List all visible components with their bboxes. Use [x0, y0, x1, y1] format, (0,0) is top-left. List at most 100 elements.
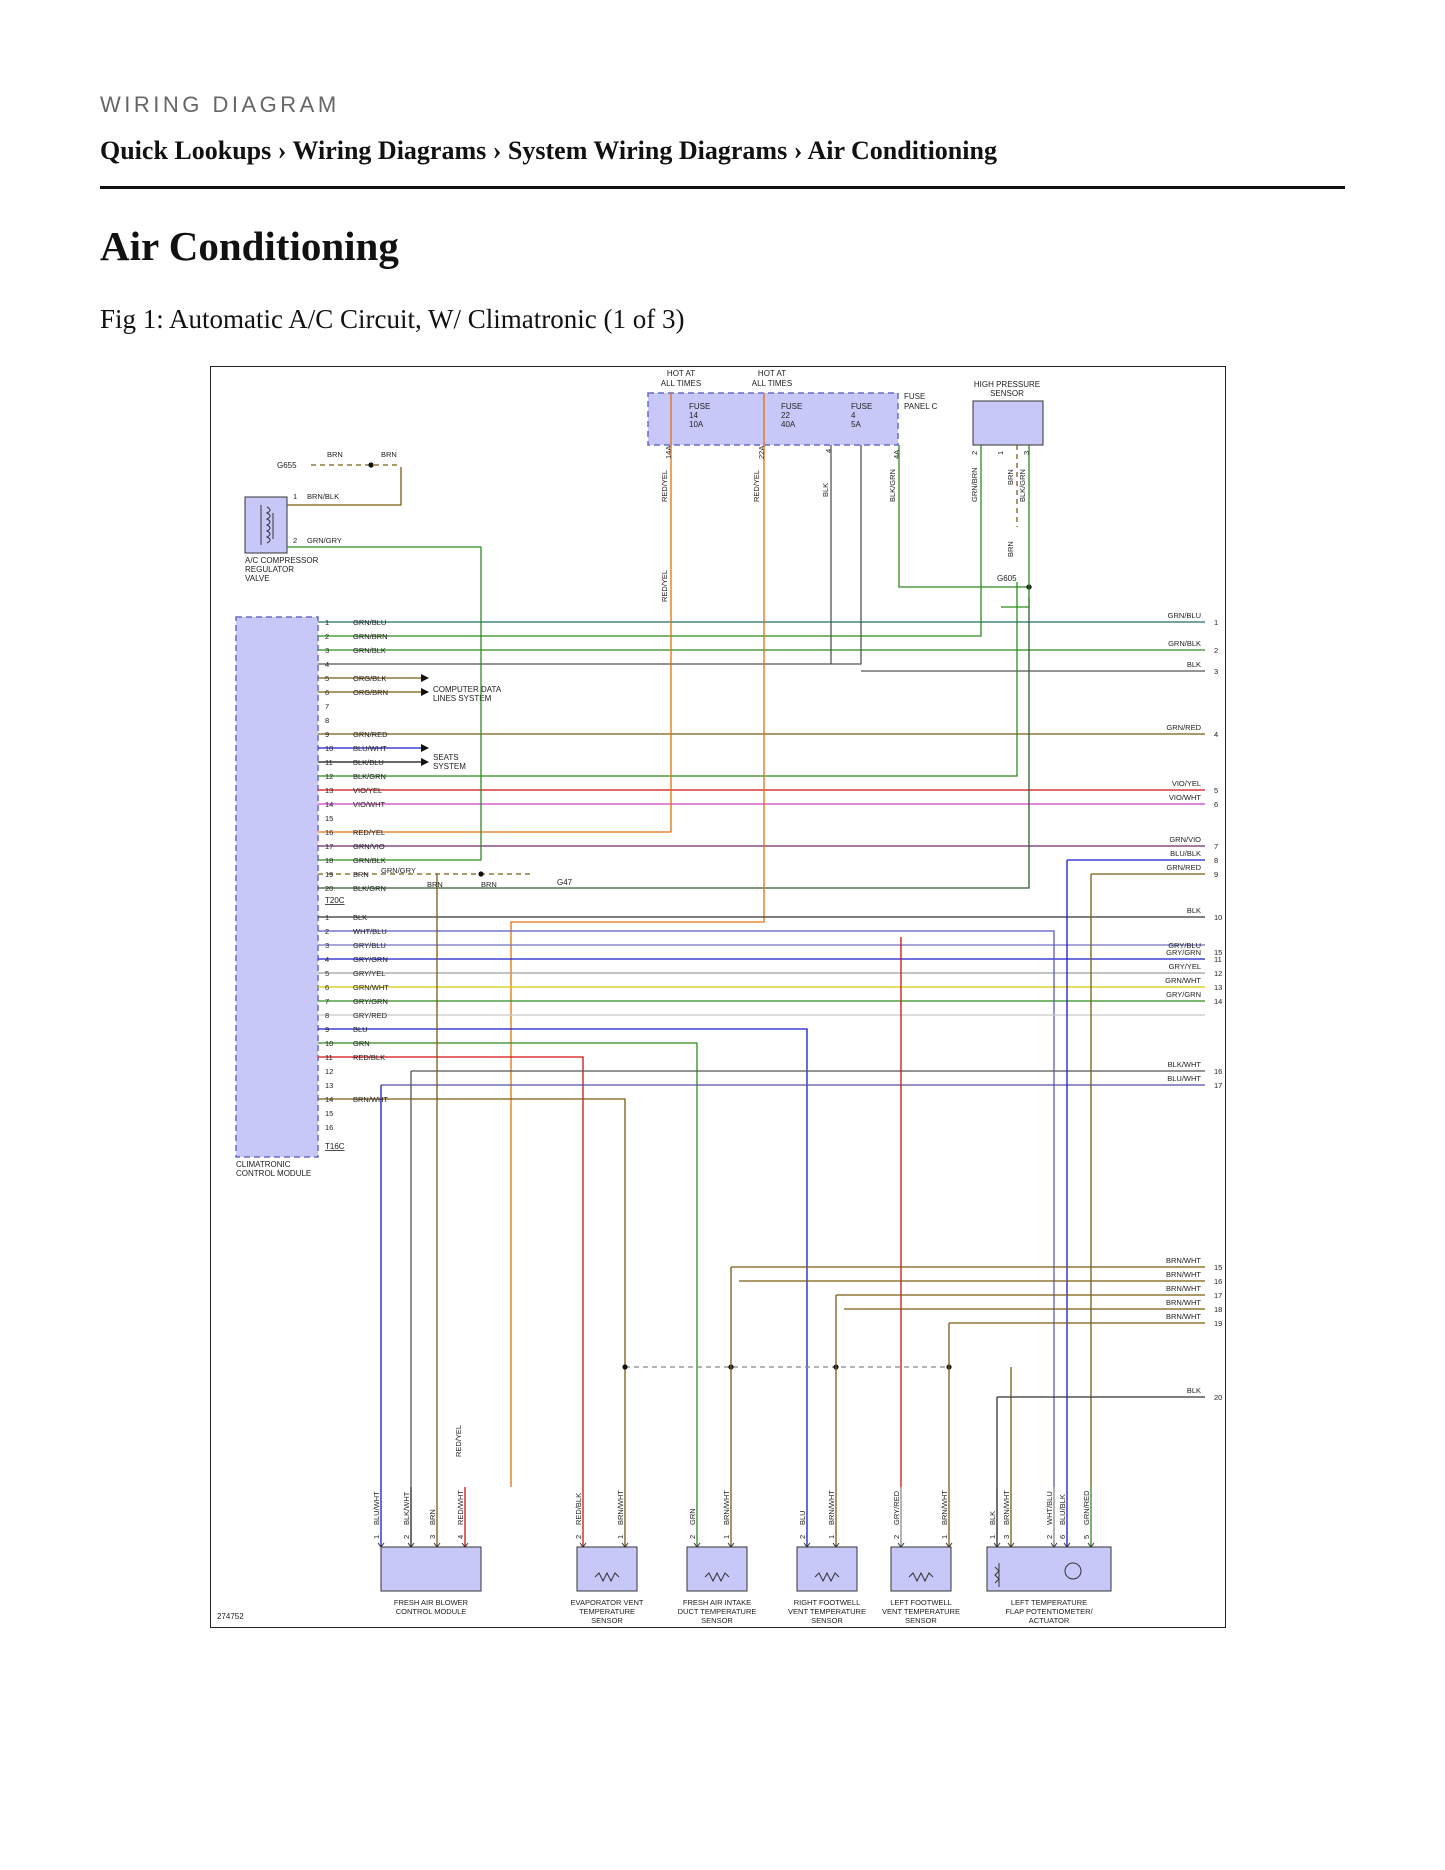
flap-pin-arrow: [1063, 1542, 1071, 1548]
flap-pin-wire-label-3: BRN/WHT: [1002, 1490, 1011, 1525]
lower-right-label-18: BRN/WHT: [1166, 1298, 1201, 1307]
hps-pin-1: 1: [996, 451, 1005, 455]
evaporator-vent-temperature-sensor: [576, 1546, 638, 1592]
blower-pin-4: 4: [456, 1535, 465, 1539]
right-wire-label-2: GRN/BLK: [1168, 639, 1201, 648]
t16c-wire-10: [318, 1042, 698, 1487]
flap-pin-1: 1: [988, 1535, 997, 1539]
breadcrumb-link-system-wiring-diagrams[interactable]: System Wiring Diagrams: [507, 136, 788, 165]
fuse14-pin: 14A: [664, 446, 673, 459]
lfoot-label-1: LEFT FOOTWELL: [890, 1598, 952, 1607]
fuse14-wire-label-b: RED/YEL: [660, 570, 669, 602]
right-ref-8: 8: [1214, 856, 1218, 865]
fresh-air-blower-control-module: [380, 1546, 482, 1592]
computer-data-lines-label-2: LINES SYSTEM: [433, 694, 492, 703]
connector-t20c-label: T20C: [325, 896, 345, 905]
left-temperature-flap-potentiometer-actuator: [986, 1546, 1112, 1592]
g47-wire-label-a: BRN: [427, 880, 443, 889]
rfoot-pin-wire-label-2: BLU: [798, 1510, 807, 1525]
acv-top-wire-label-2: BRN: [381, 450, 397, 459]
fuse4-blk-wire: [318, 445, 862, 665]
evap-pin-arrow: [579, 1542, 587, 1548]
hps-pin-3: 3: [1022, 451, 1031, 455]
fuse-14-label: FUSE: [689, 402, 710, 411]
thermistor-symbol: [594, 1571, 620, 1583]
fuse-panel-label-1: FUSE: [904, 392, 925, 401]
flap-pin-3: 3: [1002, 1535, 1011, 1539]
t20c-pin-11: 11: [325, 758, 333, 767]
breadcrumb-link-wiring-diagrams[interactable]: Wiring Diagrams: [292, 136, 487, 165]
thermistor-symbol: [814, 1571, 840, 1583]
right-ref-13: 13: [1214, 983, 1222, 992]
lower-right-ref-19: 19: [1214, 1319, 1222, 1328]
t20c-pin-16: 16: [325, 828, 333, 837]
right-wire-label-11: GRY/GRN: [1166, 948, 1201, 957]
t20c-wire-label-3: GRN/BLK: [353, 646, 386, 655]
breadcrumb-link-quick-lookups[interactable]: Quick Lookups: [100, 136, 272, 165]
fuse-panel: [647, 392, 899, 446]
flap-pin-arrow: [993, 1542, 1001, 1548]
right-wire-label-15: GRY/BLU: [1168, 941, 1201, 950]
t20c-pin-3: 3: [325, 646, 329, 655]
flap-pin-6: 6: [1058, 1535, 1067, 1539]
right-wire-label-1: GRN/BLU: [1168, 611, 1201, 620]
hot-label-1b: ALL TIMES: [661, 379, 701, 388]
t16c-pin-10: 10: [325, 1039, 333, 1048]
t20c-pin-10: 10: [325, 744, 333, 753]
lfoot-pin-arrow: [897, 1542, 905, 1548]
t20c-pin-13: 13: [325, 786, 333, 795]
hps-label-2: SENSOR: [990, 389, 1024, 398]
bus-splice-0: [622, 1364, 628, 1370]
right-wire-label-4: GRN/RED: [1166, 723, 1201, 732]
flap-motor-symbol: [1064, 1562, 1082, 1580]
hps-blkgrn: [1001, 445, 1030, 608]
t20c-wire-label-11: BLK/BLU: [353, 758, 384, 767]
figure-caption: Fig 1: Automatic A/C Circuit, W/ Climatr…: [100, 304, 685, 334]
blower-label-2: CONTROL MODULE: [396, 1607, 467, 1616]
right-ref-5: 5: [1214, 786, 1218, 795]
t20c-wire-label-19: BRN: [353, 870, 369, 879]
arrow-head: [421, 688, 429, 696]
acv-label-2: REGULATOR: [245, 565, 294, 574]
flap-pin-arrow: [1087, 1542, 1095, 1548]
high-pressure-sensor: [972, 400, 1044, 446]
fuse4a-wire-label: BLK: [821, 483, 830, 497]
right-wire-label-14: GRY/GRN: [1166, 990, 1201, 999]
blower-label-1: FRESH AIR BLOWER: [394, 1598, 469, 1607]
wire-network: [287, 393, 1205, 1487]
right-wire-label-10: BLK: [1187, 906, 1201, 915]
t20c-wire-label-2: GRN/BRN: [353, 632, 388, 641]
bottom-components: [377, 1487, 1112, 1592]
flap-pin-wire-label-1: BLK: [988, 1511, 997, 1525]
rfoot-pin-2: 2: [798, 1535, 807, 1539]
right-ref-10: 10: [1214, 913, 1222, 922]
seats-system-label-2: SYSTEM: [433, 762, 466, 771]
evap-label-3: SENSOR: [591, 1616, 623, 1625]
evap-pin-wire-label-1: BRN/WHT: [616, 1490, 625, 1525]
lfoot-pin-2: 2: [892, 1535, 901, 1539]
fuse22-pin: 22A: [757, 446, 766, 459]
t20c-pin-2: 2: [325, 632, 329, 641]
blower-pin-arrow: [407, 1542, 415, 1548]
lower-right-ref-17: 17: [1214, 1291, 1222, 1300]
flap-pin-arrow: [1007, 1542, 1015, 1548]
t16c-wire-label-1: BLK: [353, 913, 367, 922]
flap-pin-wire-label-5: GRN/RED: [1082, 1490, 1091, 1525]
right-ref-4: 4: [1214, 730, 1218, 739]
lower-right-label-17: BRN/WHT: [1166, 1284, 1201, 1293]
t16c-wire-label-11: RED/BLK: [353, 1053, 385, 1062]
lfoot-pin-1: 1: [940, 1535, 949, 1539]
right-wire-label-16: BLK/WHT: [1168, 1060, 1202, 1069]
blower-pin-arrow: [433, 1542, 441, 1548]
fuse-22-number: 22: [781, 411, 790, 420]
intake-label-1: FRESH AIR INTAKE: [683, 1598, 751, 1607]
right-wire-label-5: VIO/YEL: [1172, 779, 1201, 788]
t16c-wire-9: [318, 1028, 808, 1487]
ccm-label-2: CONTROL MODULE: [236, 1169, 311, 1178]
t20c-pin-6: 6: [325, 688, 329, 697]
t20c-pin-14: 14: [325, 800, 333, 809]
right-ref-7: 7: [1214, 842, 1218, 851]
t16c-pin-4: 4: [325, 955, 329, 964]
blower-pin-wire-label-1: BLU/WHT: [372, 1491, 381, 1525]
